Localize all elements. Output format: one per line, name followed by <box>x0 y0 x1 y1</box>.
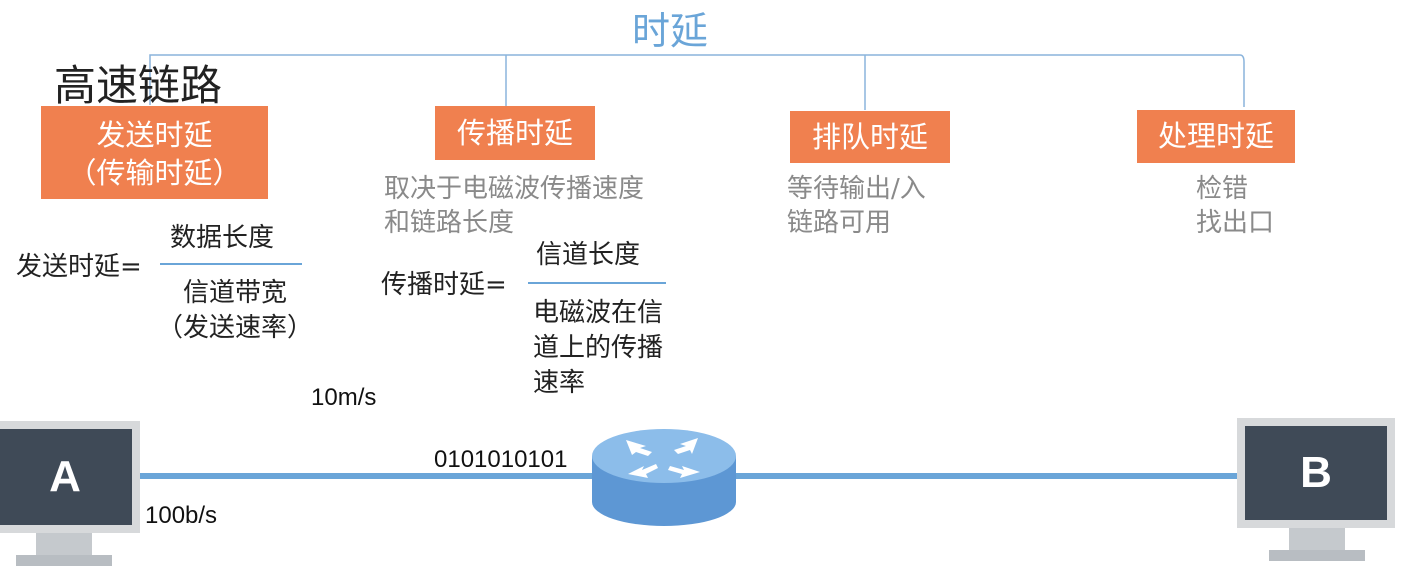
prop-formula-denominator: 电磁波在信 道上的传播 速率 <box>533 298 664 398</box>
queue-delay-desc: 等待输出/入 链路可用 <box>787 174 926 238</box>
computer-b-icon: B <box>1237 418 1395 563</box>
prop-formula-bar <box>528 282 666 284</box>
processing-delay-box: 处理时延 <box>1137 110 1295 163</box>
send-formula-lhs: 发送时延= <box>16 252 142 282</box>
computer-a-stand <box>36 533 92 555</box>
diagram-title: 时延 <box>631 9 708 53</box>
router-icon <box>592 429 736 526</box>
prop-formula-numerator: 信道长度 <box>536 240 641 270</box>
host-b-label: B <box>1300 448 1332 497</box>
send-formula-denominator: 信道带宽 （发送速率） <box>156 278 313 343</box>
computer-b-base <box>1269 550 1365 561</box>
computer-a-screen: A <box>0 421 140 533</box>
bit-stream-label: 0101010101 <box>434 446 568 473</box>
queue-delay-box: 排队时延 <box>790 111 950 163</box>
high-speed-link-note: 高速链路 <box>54 61 223 110</box>
computer-b-screen: B <box>1237 418 1395 528</box>
propagation-delay-desc: 取决于电磁波传播速度 和链路长度 <box>384 174 645 238</box>
computer-b-stand <box>1289 528 1345 550</box>
send-speed-label: 100b/s <box>145 502 218 529</box>
send-formula-bar <box>160 263 302 265</box>
send-delay-box: 发送时延 （传输时延） <box>41 106 268 199</box>
computer-a-base <box>16 555 112 566</box>
host-a-label: A <box>49 452 81 501</box>
prop-formula-lhs: 传播时延= <box>381 270 507 300</box>
propagation-delay-box: 传播时延 <box>435 106 595 160</box>
computer-a-icon: A <box>0 421 140 566</box>
processing-delay-desc: 检错 找出口 <box>1196 174 1275 238</box>
prop-speed-label: 10m/s <box>311 384 377 411</box>
send-formula-numerator: 数据长度 <box>170 223 275 253</box>
